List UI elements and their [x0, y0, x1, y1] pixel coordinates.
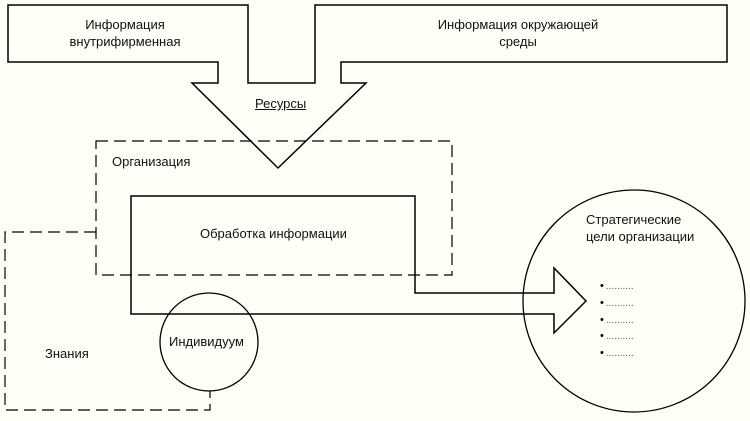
goal-item: •..........	[600, 348, 634, 359]
individual-circle	[159, 292, 259, 392]
goal-item: •..........	[600, 281, 634, 292]
bullet-icon: •	[600, 297, 604, 309]
goal-item-text: ..........	[605, 331, 634, 342]
goal-item: •..........	[600, 331, 634, 342]
bullet-icon: •	[600, 330, 604, 342]
strategic-goals-line1: Стратегические	[586, 212, 682, 227]
bullet-icon: •	[600, 347, 604, 359]
strategic-goals-circle	[522, 189, 746, 413]
strategic-goals-line2: цели организации	[586, 229, 695, 244]
organization-boundary	[95, 140, 453, 276]
processing-label: Обработка информации	[200, 226, 347, 241]
bullet-icon: •	[600, 280, 604, 292]
goal-item: •..........	[600, 298, 634, 309]
strategic-goals-title: Стратегические цели организации	[586, 211, 694, 245]
goal-item-text: ..........	[605, 348, 634, 359]
processing-arrow	[130, 195, 588, 335]
environment-information-label: Информация окружающей среды	[418, 16, 618, 50]
knowledge-label: Знания	[45, 346, 89, 361]
goal-item-text: ..........	[605, 298, 634, 309]
internal-information-line2: внутрифирменная	[69, 34, 181, 49]
organization-label: Организация	[112, 154, 191, 169]
resources-label: Ресурсы	[255, 96, 307, 111]
internal-information-line1: Информация	[85, 17, 165, 32]
environment-information-line2: среды	[499, 34, 537, 49]
information-inputs-arrow	[7, 4, 728, 170]
individual-label: Индивидуум	[169, 334, 244, 349]
environment-information-line1: Информация окружающей	[437, 17, 599, 32]
goal-item-text: ..........	[605, 315, 634, 326]
knowledge-loop	[4, 231, 211, 411]
goal-item: •..........	[600, 315, 634, 326]
bullet-icon: •	[600, 314, 604, 326]
internal-information-label: Информация внутрифирменная	[60, 16, 190, 50]
goal-item-text: ..........	[605, 281, 634, 292]
